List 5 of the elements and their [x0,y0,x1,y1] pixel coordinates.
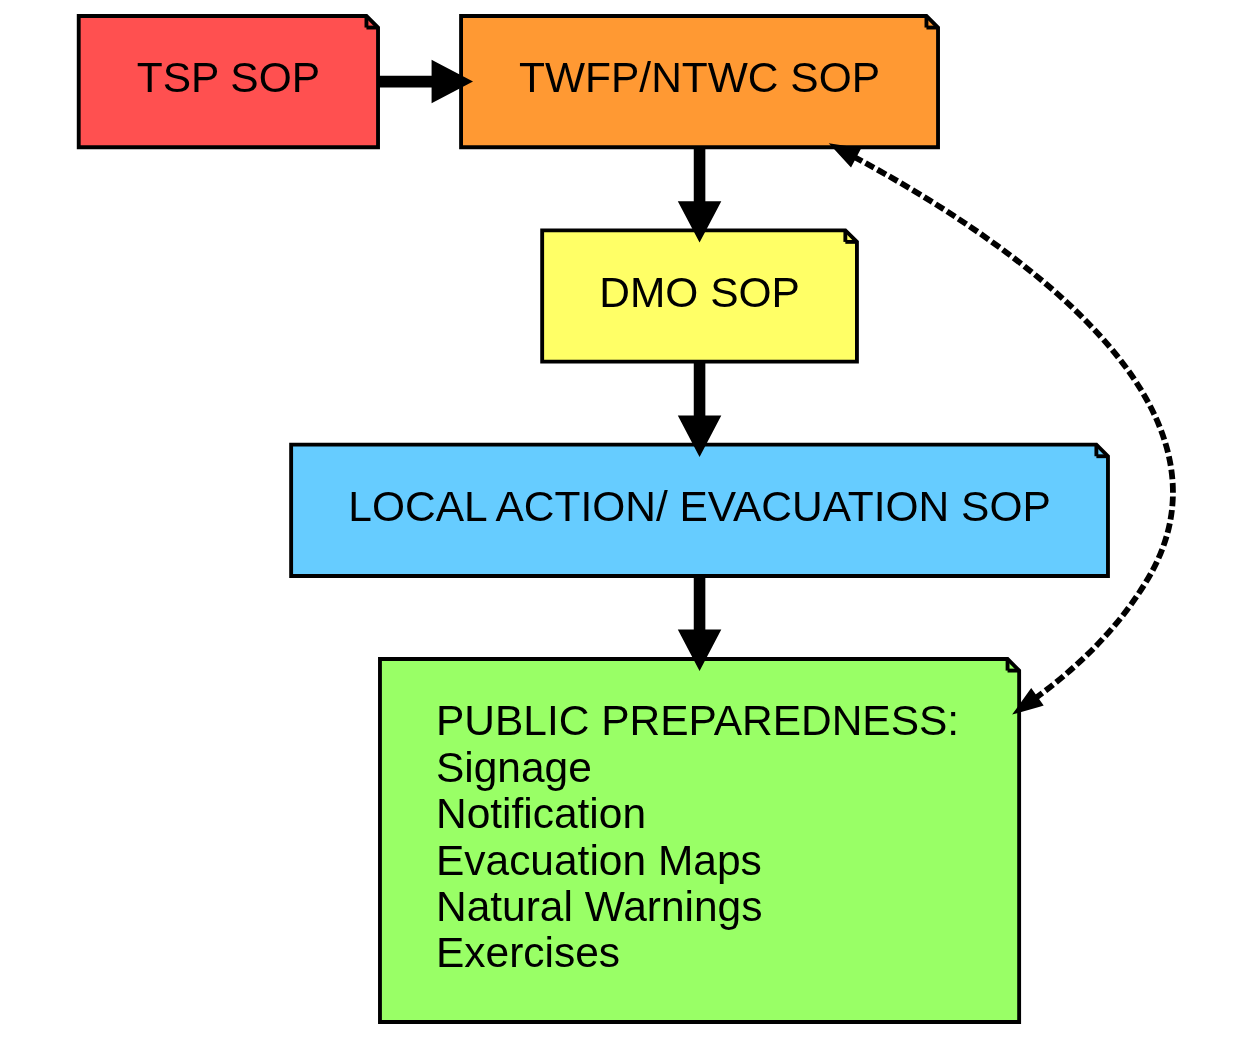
arrow [677,576,721,671]
arrow [677,147,721,243]
arrow [677,362,721,457]
arrow [828,143,1176,715]
arrow [377,59,473,104]
